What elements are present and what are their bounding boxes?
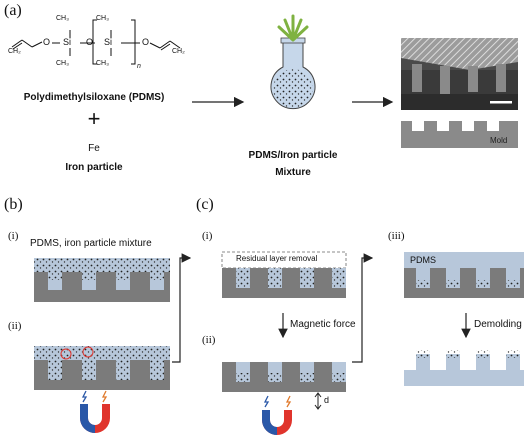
formula-o-1: O [43, 37, 51, 47]
formula-o-3: O [142, 37, 150, 47]
pdms-structure [11, 19, 181, 65]
c-step-ii: (ii) [202, 334, 216, 346]
formula-ch2-left: CH₂ [8, 48, 21, 55]
plus-sign: + [87, 106, 101, 131]
arrow-cii-to-ciii [352, 253, 374, 363]
panel-c-label: (c) [196, 196, 214, 213]
formula-si-1: Si [63, 37, 72, 47]
pdms-name: Polydimethylsiloxane (PDMS) [23, 92, 165, 103]
formula-ch3-bottom-2: CH₃ [96, 60, 109, 67]
iron-particle-label: Iron particle [65, 162, 123, 173]
sem-image [401, 38, 518, 110]
pdms-label: PDMS [410, 255, 437, 265]
b-i-diagram [34, 258, 170, 302]
formula-ch2-right: CH₂ [172, 48, 185, 55]
magnet-b [80, 390, 110, 433]
magnet-c [262, 395, 292, 435]
formula-o-2: O [86, 37, 94, 47]
formula-ch3-bottom-1: CH₃ [56, 60, 69, 67]
c-step-iii: (iii) [388, 230, 405, 242]
b-step-i: (i) [8, 230, 19, 242]
demolding-label: Demolding [474, 319, 522, 330]
b-step-ii: (ii) [8, 320, 22, 332]
fe-label: Fe [88, 143, 100, 154]
panel-a-label: (a) [4, 2, 22, 19]
formula-ch3-top-2: CH₃ [96, 15, 109, 22]
c-step-i: (i) [202, 230, 213, 242]
mixture-line2: Mixture [275, 167, 311, 178]
magnetic-force-label: Magnetic force [290, 319, 356, 330]
mixture-line1: PDMS/Iron particle [248, 150, 338, 161]
c-i-diagram [221, 251, 347, 298]
b-ii-diagram [34, 346, 170, 390]
arrow-b-to-c [172, 253, 192, 363]
b-step-i-text: PDMS, iron particle mixture [30, 238, 152, 249]
formula-si-2: Si [104, 37, 113, 47]
demolded-pillars [404, 350, 524, 386]
d-label: d [324, 395, 330, 405]
residual-layer-label: Residual layer removal [236, 254, 318, 263]
mold-a [401, 121, 518, 148]
formula-n: n [137, 63, 141, 70]
c-iii-diagram [404, 252, 524, 298]
panel-b-label: (b) [4, 196, 23, 213]
mold-label: Mold [490, 136, 508, 145]
formula-ch3-top-1: CH₃ [56, 15, 69, 22]
c-ii-diagram [222, 362, 346, 410]
flask-illustration [270, 14, 316, 110]
